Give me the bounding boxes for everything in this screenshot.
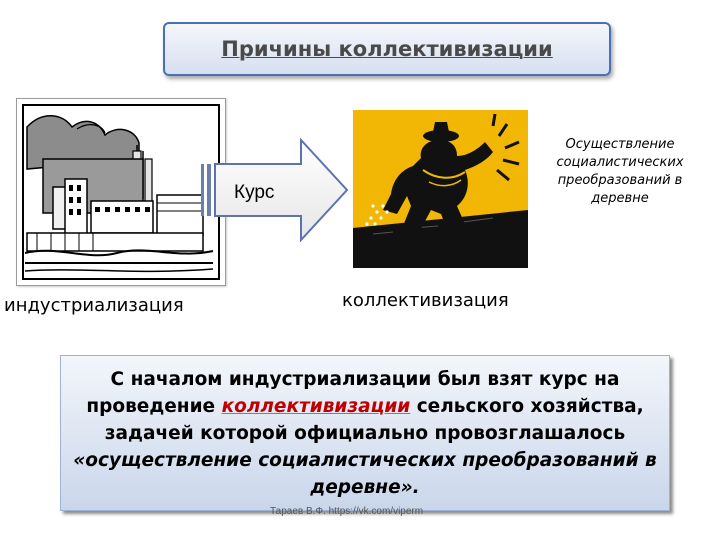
summary-part1: С началом индустриализации был взят курс… xyxy=(86,368,620,417)
collectivization-picture xyxy=(353,110,528,268)
right-arrow-icon xyxy=(201,138,349,242)
summary-box: С началом индустриализации был взят курс… xyxy=(60,355,670,511)
factory-icon xyxy=(22,104,220,280)
goal-note: Осуществление социалистических преобразо… xyxy=(556,137,684,206)
title-banner: Причины коллективизации xyxy=(163,22,611,76)
industrialization-picture xyxy=(16,98,226,286)
summary-text: С началом индустриализации был взят курс… xyxy=(69,366,661,501)
industrialization-caption: индустриализация xyxy=(4,295,184,316)
credit-text: Тараев В.Ф. https://vk.com/viperm xyxy=(270,506,424,517)
summary-part2: сельского хозяйства, задачей которой офи… xyxy=(104,395,644,444)
sower-icon xyxy=(353,110,528,268)
arrow-label: Курс xyxy=(234,182,275,203)
page-title: Причины коллективизации xyxy=(221,37,553,61)
collectivization-caption: коллективизация xyxy=(342,290,509,311)
highlight-term: коллективизации xyxy=(221,395,411,417)
summary-quote: «осуществление социалистических преобраз… xyxy=(73,449,657,498)
